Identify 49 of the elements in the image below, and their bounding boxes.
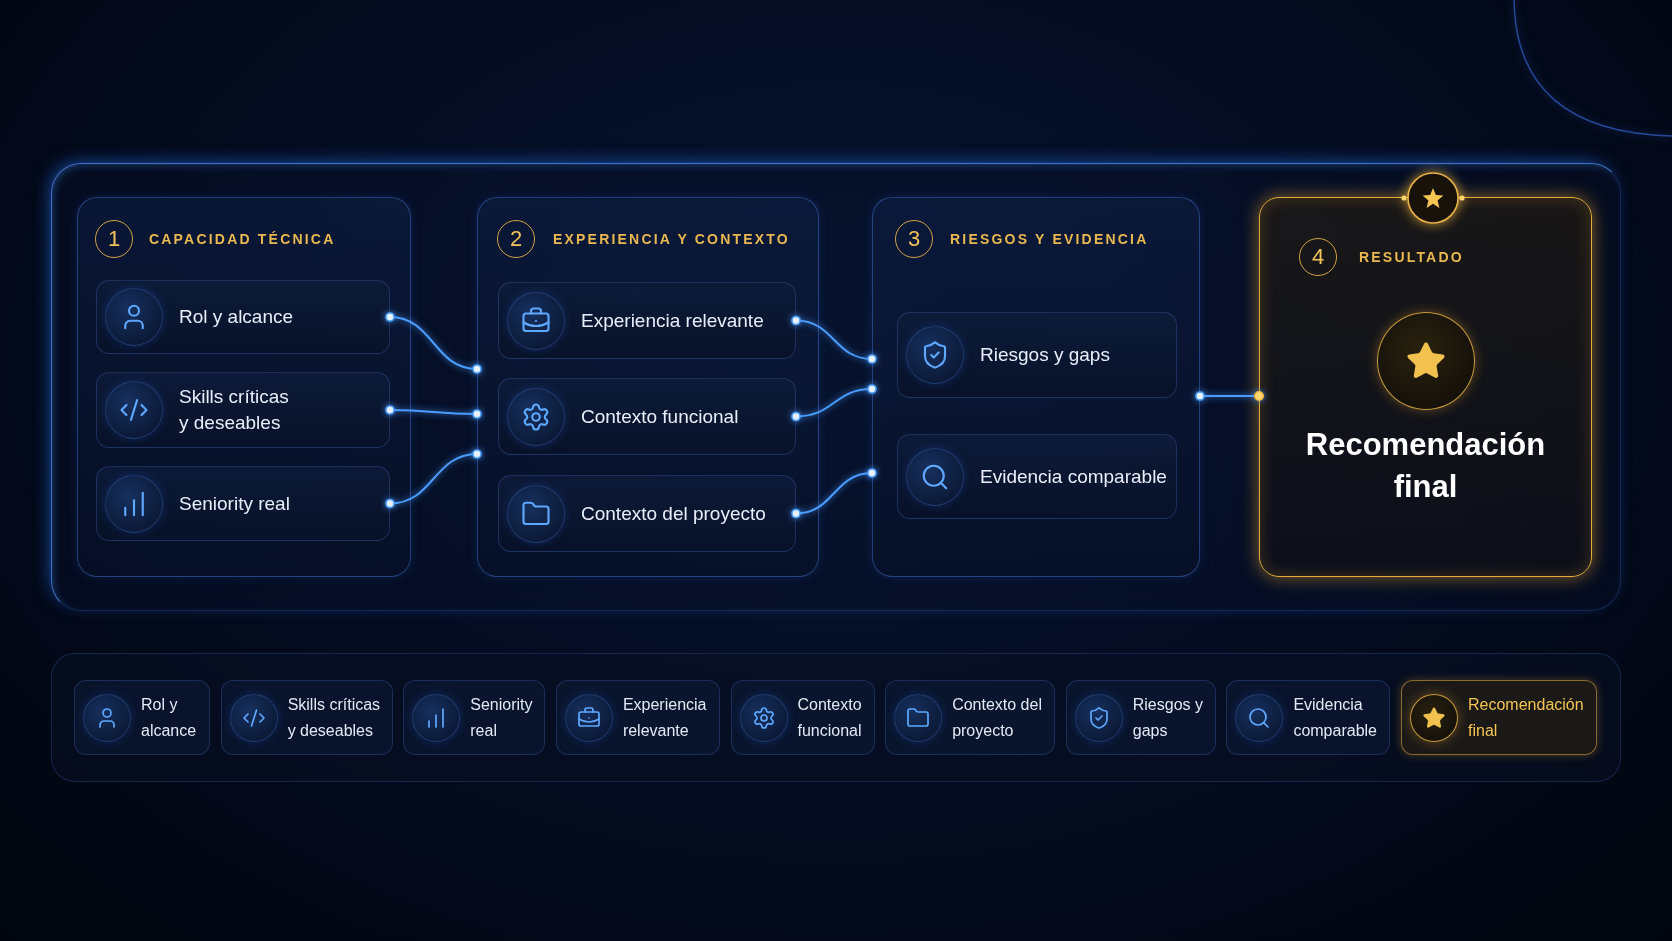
chip-label: Skills críticas y deseables xyxy=(287,694,382,741)
summary-chip xyxy=(74,680,210,755)
summary-chip xyxy=(1226,680,1391,755)
item-label: Experiencia relevante xyxy=(581,308,764,333)
item-label: Contexto funcional xyxy=(581,404,739,429)
connector xyxy=(791,384,877,422)
summary-chip xyxy=(1401,680,1597,755)
result-title: Recomendación final xyxy=(1305,426,1546,506)
column-heading: EXPERIENCIA Y CONTEXTO xyxy=(553,231,790,247)
item-label: Contexto del proyecto xyxy=(581,501,766,526)
chip-label: Evidencia comparable xyxy=(1293,694,1378,741)
column-heading: CAPACIDAD TÉCNICA xyxy=(149,231,336,247)
item-label: Evidencia comparable xyxy=(980,464,1167,489)
item-card xyxy=(498,378,796,455)
chip-label: Riesgos y gaps xyxy=(1132,694,1204,741)
summary-chip xyxy=(730,680,875,755)
column-heading: RIESGOS Y EVIDENCIA xyxy=(950,231,1149,247)
summary-chip xyxy=(220,680,393,755)
summary-chip xyxy=(555,680,720,755)
connector xyxy=(791,315,877,364)
chip-label: Recomendación final xyxy=(1468,694,1585,741)
chip-label: Seniority real xyxy=(470,694,534,741)
item-card xyxy=(897,312,1177,398)
item-card xyxy=(96,466,390,541)
connector xyxy=(791,468,877,519)
chip-label: Rol y alcance xyxy=(141,694,198,741)
column-heading: RESULTADO xyxy=(1359,249,1464,265)
column-panel xyxy=(872,197,1200,577)
summary-chip xyxy=(403,680,546,755)
connector xyxy=(1195,390,1265,402)
summary-chip xyxy=(885,680,1056,755)
column-panel xyxy=(77,197,411,577)
chip-label: Experiencia relevante xyxy=(622,694,708,741)
column-panel xyxy=(477,197,819,577)
chip-label: Contexto funcional xyxy=(797,694,863,741)
summary-chip xyxy=(1065,680,1216,755)
item-label: Riesgos y gaps xyxy=(980,343,1110,367)
item-label: Rol y alcance xyxy=(179,305,294,329)
item-label: Seniority real xyxy=(179,491,290,516)
connector xyxy=(385,312,482,374)
connector xyxy=(385,405,482,419)
item-card xyxy=(897,434,1177,519)
connector xyxy=(385,449,482,509)
item-card xyxy=(96,280,390,354)
chip-label: Contexto del proyecto xyxy=(952,694,1043,741)
item-card xyxy=(498,475,796,552)
item-card xyxy=(96,372,390,448)
item-label: Skills críticas y deseables xyxy=(179,385,290,435)
item-card xyxy=(498,282,796,359)
